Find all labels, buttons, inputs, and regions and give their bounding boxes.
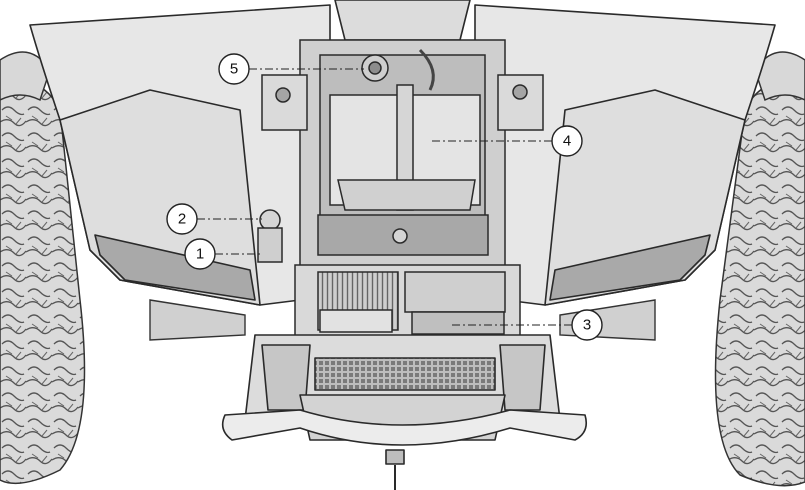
relay-block: [411, 311, 505, 335]
right-mount-block: [497, 74, 544, 131]
engine-bay: [257, 39, 544, 296]
right-light-pod: [499, 344, 546, 411]
left-tire-rear: [0, 51, 51, 102]
tires: [0, 51, 805, 487]
filler-cap-inner: [368, 61, 382, 75]
callout-1: 1: [184, 238, 216, 270]
grille: [314, 357, 496, 391]
callout-3-label: 3: [583, 317, 591, 334]
callout-5: 5: [218, 53, 250, 85]
tow-hitch: [385, 449, 405, 465]
right-mount-bolt: [512, 84, 528, 100]
callout-5-label: 5: [230, 61, 238, 78]
hose: [418, 48, 435, 91]
reservoir-body: [257, 227, 283, 263]
fuse-panel: [294, 264, 521, 341]
callout-4-label: 4: [563, 133, 571, 150]
leader-lines: [197, 68, 572, 326]
callouts: 1 2 3 4 5: [166, 53, 603, 341]
callout-3: 3: [571, 309, 603, 341]
left-fender-shadow: [94, 234, 256, 301]
callout-2-label: 2: [178, 211, 186, 228]
right-tire-rear: [754, 51, 805, 102]
connector: [392, 228, 408, 244]
ecu-cover: [319, 309, 393, 333]
fuse-block: [404, 271, 506, 313]
callout-1-label: 1: [196, 246, 204, 263]
callout-4: 4: [551, 125, 583, 157]
battery-tray: [337, 179, 476, 211]
left-mount-bolt: [275, 87, 291, 103]
bumper-tube: [221, 409, 588, 446]
fender-body: [29, 0, 776, 306]
reservoir-cap: [259, 209, 281, 231]
front-bumper: [221, 334, 588, 490]
left-a-arm: [149, 299, 246, 341]
right-fender-shadow: [549, 234, 711, 301]
center-hood: [334, 0, 471, 41]
callout-2: 2: [166, 203, 198, 235]
